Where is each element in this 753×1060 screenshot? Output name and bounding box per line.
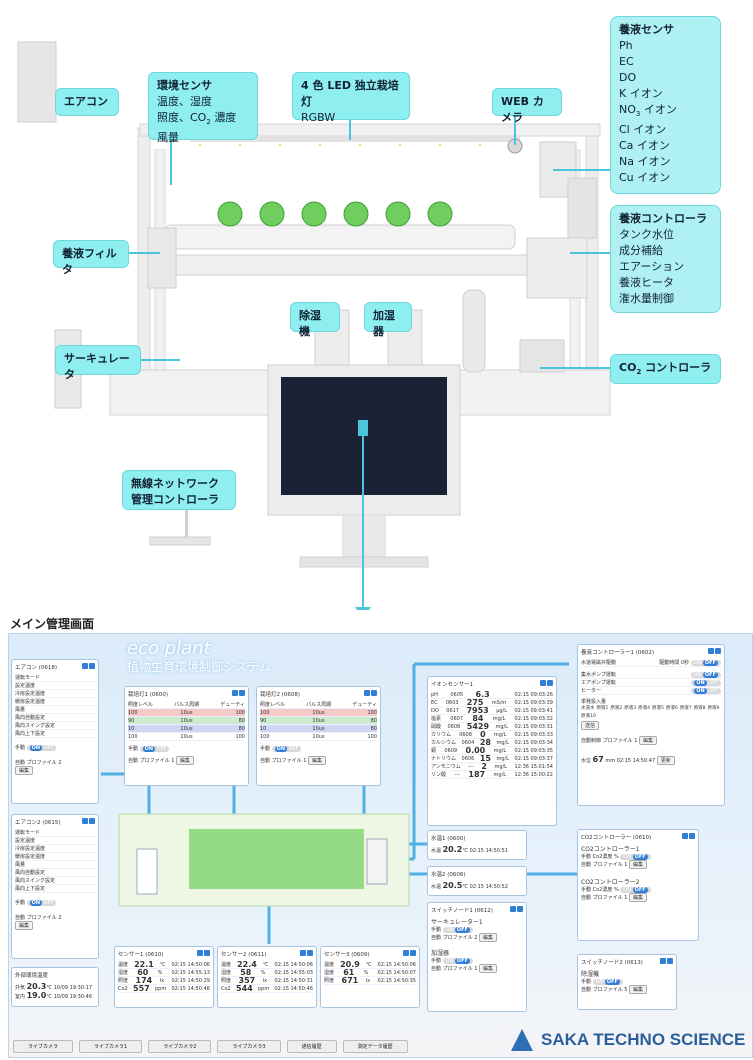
main-screen: eco plant 植物生育環境制御システム エアコン (0618) 運転モード… [8, 633, 753, 1058]
tab-live-camera3[interactable]: ライブカメラ3 [217, 1040, 281, 1053]
co2-edit-a[interactable]: 編集 [629, 860, 648, 869]
webcam-label: WEB カメラ [492, 88, 562, 124]
nutrient-controller-panel: 養液コントローラー1 (0602) 水道電磁弁駆動駆動時間 0秒 ON OFF … [577, 644, 725, 806]
send-button[interactable]: 送信 [581, 721, 600, 730]
sw1-edit-b[interactable]: 編集 [479, 964, 498, 973]
aircon2-panel: エアコン2 (0615) 運転モード 設定温度 冷房設定温度 暖房設定温度 風量… [11, 814, 99, 959]
switch-node2-panel: スイッチノード2 (0613) 除湿機 手動 ON OFF 自動 プロファイル … [577, 954, 677, 1010]
aircon2-manual[interactable]: 手動 ON OFF [15, 899, 95, 906]
update-button[interactable]: 更新 [656, 756, 675, 765]
tab-comm-history[interactable]: 通信履歴 [286, 1040, 337, 1053]
tank-label: 原液5 [652, 706, 664, 711]
tank-label: 水道水 [581, 706, 595, 711]
humidifier-label: 加湿器 [364, 302, 412, 338]
logo: eco plant [127, 638, 211, 659]
tab-live-camera[interactable]: ライブカメラ [13, 1040, 74, 1053]
system-subtitle: 植物生育環境制御システム [127, 660, 271, 674]
bottom-tabs: ライブカメラ ライブカメラ1 ライブカメラ2 ライブカメラ3 通信履歴 測定デー… [13, 1040, 408, 1053]
led-label: 4 色 LED 独立栽培灯 RGBW [292, 72, 410, 124]
circulator-label: サーキュレータ [55, 345, 141, 381]
tab-live-camera2[interactable]: ライブカメラ2 [148, 1040, 212, 1053]
tank-label: 原液3 [624, 706, 637, 711]
sw2-edit[interactable]: 編集 [629, 985, 648, 994]
env-sensor-label: 環境センサ 温度、湿度 照度、CO2 濃度 風量 [148, 72, 258, 144]
wireless-controller-label: 無線ネットワーク 管理コントローラ [122, 470, 236, 510]
switch-node1-panel: スイッチノード1 (0612) サーキュレーター1 手動 ON OFF 自動 プ… [427, 902, 527, 1012]
tank-label: 原液2 [610, 706, 623, 711]
light2-manual[interactable]: 手動 ON OFF [260, 745, 377, 752]
brand-logo-icon [511, 1029, 533, 1051]
dehumidifier-label: 除湿機 [290, 302, 340, 338]
co2-edit-b[interactable]: 編集 [629, 893, 648, 902]
light1-manual[interactable]: 手動 ON OFF [128, 745, 245, 752]
tank-label: 原液6 [665, 706, 678, 711]
nutrient-sensor-label: 養液センサ Ph EC DO K イオン NO3 イオン Cl イオン Ca イ… [610, 16, 721, 194]
aircon-label: エアコン [55, 88, 119, 116]
water-temp2-panel: 水温2 (0606) 水温 20.5℃ 02:15 14:50:52 [427, 866, 527, 896]
tank-label: 原液4 [638, 706, 650, 711]
aircon1-edit-button[interactable]: 編集 [15, 766, 34, 775]
co2-controller-panel: CO2コントローラー (0610) CO2コントローラー1 手動 Co2濃度 %… [577, 829, 699, 941]
tank-label: 原液9 [707, 706, 720, 711]
sw1-edit-a[interactable]: 編集 [479, 933, 498, 942]
outside-temp-panel: 外部環境温度 外気 20.3℃ 10/09 19:30:17 室内 19.0℃ … [11, 967, 99, 1007]
aircon2-edit-button[interactable]: 編集 [15, 921, 34, 930]
light1-edit-button[interactable]: 編集 [176, 756, 195, 765]
tank-label: 原液10 [581, 714, 596, 719]
tank-label: 原液8 [693, 706, 706, 711]
tab-live-camera1[interactable]: ライブカメラ1 [79, 1040, 143, 1053]
water-temp1-panel: 水温1 (0600) 水温 20.2℃ 02:15 14:50:51 [427, 830, 527, 860]
light2-edit-button[interactable]: 編集 [308, 756, 327, 765]
section-title: メイン管理画面 [10, 617, 95, 631]
aircon1-manual[interactable]: 手動 ON OFF [15, 744, 95, 751]
tank-label: 原液7 [679, 706, 692, 711]
filter-label: 養液フィルタ [53, 240, 129, 276]
controller-label: 養液コントローラ タンク水位 成分補給 エアーション 養液ヒータ 潅水量制御 [610, 205, 721, 313]
screen-lines [101, 662, 579, 944]
brand: SAKA TECHNO SCIENCE [509, 1027, 745, 1053]
co2-controller-label: CO2 コントローラ [610, 354, 721, 384]
aircon1-panel: エアコン (0618) 運転モード 設定温度 冷房設定温度 暖房設定温度 風量 … [11, 659, 99, 804]
tank-label: 原液1 [596, 706, 609, 711]
nctrl-edit-button[interactable]: 編集 [639, 736, 658, 745]
tab-data-history[interactable]: 測定データ履歴 [342, 1040, 408, 1053]
